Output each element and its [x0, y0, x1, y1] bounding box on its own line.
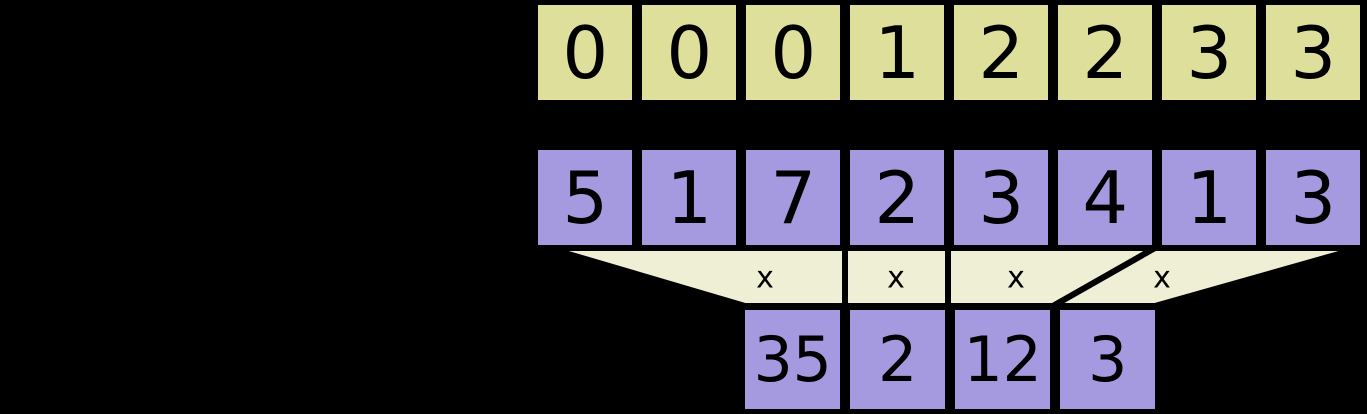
segment-operator-1: x [756, 261, 774, 296]
key-cell: 0 [637, 0, 741, 105]
key-cell: 3 [1261, 0, 1365, 105]
value-cell: 1 [1157, 145, 1261, 250]
key-cell: 2 [949, 0, 1053, 105]
value-cell: 4 [1053, 145, 1157, 250]
result-cell: 2 [845, 305, 950, 414]
value-cell: 7 [741, 145, 845, 250]
segment-operator-3: x [1007, 261, 1025, 296]
segment-connector-band: x x x x [0, 240, 1367, 312]
segment-operator-2: x [887, 261, 905, 296]
result-row: 35 2 12 3 [740, 305, 1160, 414]
key-cell: 2 [1053, 0, 1157, 105]
value-cell: 1 [637, 145, 741, 250]
segment-shape-1 [547, 245, 848, 309]
segment-operator-4: x [1153, 261, 1171, 296]
value-cell: 3 [1261, 145, 1365, 250]
value-cell: 2 [845, 145, 949, 250]
key-row: 0 0 0 1 2 2 3 3 [533, 0, 1365, 105]
result-cell: 3 [1055, 305, 1160, 414]
value-row: 5 1 7 2 3 4 1 3 [533, 145, 1365, 250]
value-cell: 3 [949, 145, 1053, 250]
key-cell: 1 [845, 0, 949, 105]
key-cell: 3 [1157, 0, 1261, 105]
result-cell: 35 [740, 305, 845, 414]
key-cell: 0 [533, 0, 637, 105]
result-cell: 12 [950, 305, 1055, 414]
value-cell: 5 [533, 145, 637, 250]
key-cell: 0 [741, 0, 845, 105]
